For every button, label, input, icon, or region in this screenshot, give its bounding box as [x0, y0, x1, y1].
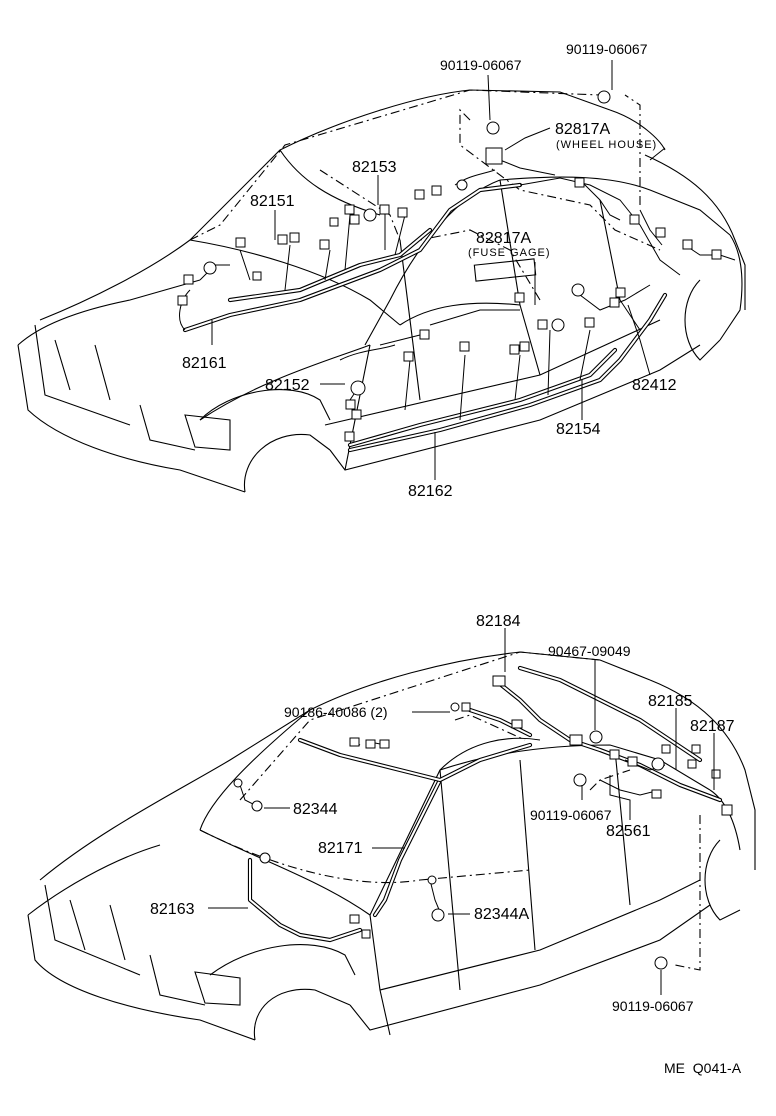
label-82152: 82152 — [265, 377, 310, 394]
label-82344: 82344 — [293, 801, 338, 818]
label-82161: 82161 — [182, 355, 227, 372]
label-90119-06067-d: 90119-06067 — [612, 998, 694, 1014]
label-90119-06067-b: 90119-06067 — [566, 41, 648, 57]
bottom-car-illustration — [27, 651, 756, 1041]
top-part-labels: 82161 82151 82153 90119-06067 90119-0606… — [182, 41, 677, 500]
label-90467-09049: 90467-09049 — [548, 643, 631, 659]
bottom-wire-harnesses — [233, 665, 733, 970]
bottom-leader-lines — [208, 628, 715, 995]
label-82817a-wheel-house: 82817A — [555, 121, 610, 138]
label-82187: 82187 — [690, 718, 735, 735]
label-82344a: 82344A — [474, 906, 529, 923]
figure-code: ME Q041-A — [664, 1060, 742, 1076]
label-82162: 82162 — [408, 483, 453, 500]
label-82163: 82163 — [150, 901, 195, 918]
label-90186-40086: 90186-40086 (2) — [284, 704, 388, 720]
label-82412: 82412 — [632, 377, 677, 394]
bottom-part-labels: 82184 90467-09049 90186-40086 (2) 82185 … — [150, 613, 735, 1014]
top-leader-lines — [211, 60, 666, 480]
label-82185: 82185 — [648, 693, 693, 710]
label-82561: 82561 — [606, 823, 651, 840]
label-fuse-gage: (FUSE GAGE) — [468, 247, 551, 259]
bottom-connectors — [233, 675, 733, 970]
label-82171: 82171 — [318, 840, 363, 857]
top-wire-harnesses — [177, 90, 736, 453]
label-82817a-fuse-gage: 82817A — [476, 230, 531, 247]
label-wheel-house: (WHEEL HOUSE) — [556, 139, 657, 151]
label-82154: 82154 — [556, 421, 601, 438]
label-90119-06067-a: 90119-06067 — [440, 57, 522, 73]
label-82151: 82151 — [250, 193, 295, 210]
label-82184: 82184 — [476, 613, 521, 630]
label-82153: 82153 — [352, 159, 397, 176]
label-90119-06067-c: 90119-06067 — [530, 807, 612, 823]
top-connectors — [177, 90, 722, 442]
